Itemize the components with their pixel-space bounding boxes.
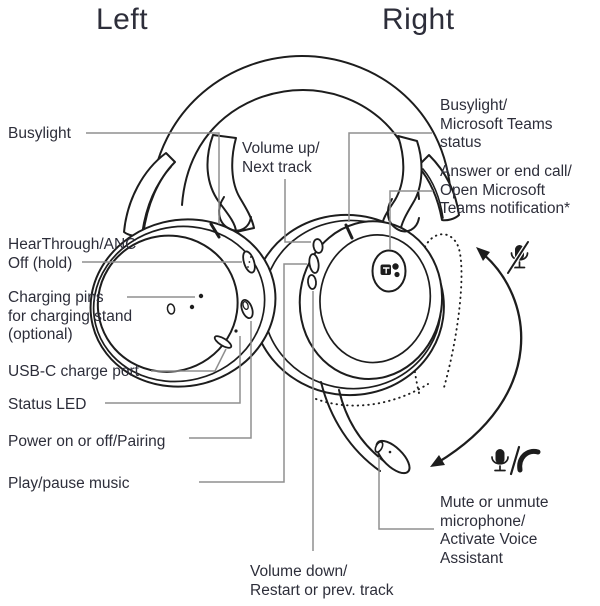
busylight-right-led — [344, 223, 354, 240]
leader-answer-end-call — [389, 190, 433, 250]
label-busylight-left: Busylight — [8, 125, 71, 142]
leader-lines — [82, 132, 434, 551]
boom-arm-rotation-arrow-icon — [430, 247, 523, 467]
label-busylight-right: Busylight/ Microsoft Teams status — [440, 97, 553, 151]
leader-busylight-left — [86, 132, 220, 224]
label-mute: Mute or unmute microphone/ Activate Voic… — [440, 494, 549, 567]
label-charging-pins: Charging pins for charging stand (option… — [8, 289, 133, 343]
right-yoke-tip — [386, 198, 420, 233]
leader-mute — [378, 457, 434, 530]
status-led — [234, 329, 238, 333]
leader-play-pause — [199, 263, 307, 483]
slash-separator — [509, 445, 521, 476]
charging-pins — [166, 293, 204, 315]
mute-button[interactable] — [374, 441, 384, 454]
busylight-left-led — [209, 222, 221, 239]
hearthrough-button[interactable] — [241, 250, 257, 274]
microphone-muted-icon — [506, 240, 530, 275]
headband-right-end — [417, 154, 460, 222]
phone-handset-icon — [517, 448, 541, 473]
leader-power — [189, 321, 252, 439]
play-pause-button[interactable] — [308, 253, 320, 274]
volume-down-button[interactable] — [307, 274, 317, 290]
power-switch[interactable] — [239, 298, 255, 319]
teams-button[interactable] — [371, 249, 407, 293]
volume-up-button[interactable] — [312, 238, 324, 254]
right-ear-cup — [251, 198, 445, 397]
label-power: Power on or off/Pairing — [8, 433, 166, 450]
label-status-led: Status LED — [8, 396, 87, 413]
leader-volume-up — [284, 179, 311, 243]
title-left: Left — [96, 3, 149, 36]
microsoft-teams-logo-icon — [380, 263, 400, 278]
label-hearthrough: HearThrough/ANC Off (hold) — [8, 236, 137, 272]
left-ear-cup — [89, 196, 277, 388]
leader-status-led — [105, 336, 241, 404]
leader-usb-c — [151, 348, 227, 372]
label-answer-end-call: Answer or end call/ Open Microsoft Teams… — [440, 163, 572, 217]
leader-busylight-right — [348, 132, 432, 222]
label-volume-up: Volume up/ Next track — [242, 140, 320, 176]
label-usb-c: USB-C charge port — [8, 363, 139, 380]
usb-c-port[interactable] — [213, 334, 233, 350]
label-volume-down: Volume down/ Restart or prev. track — [250, 563, 394, 599]
mic-boom-arm — [320, 381, 411, 475]
label-play-pause: Play/pause music — [8, 475, 130, 492]
microphone-icon — [491, 449, 509, 472]
title-right: Right — [382, 3, 455, 36]
